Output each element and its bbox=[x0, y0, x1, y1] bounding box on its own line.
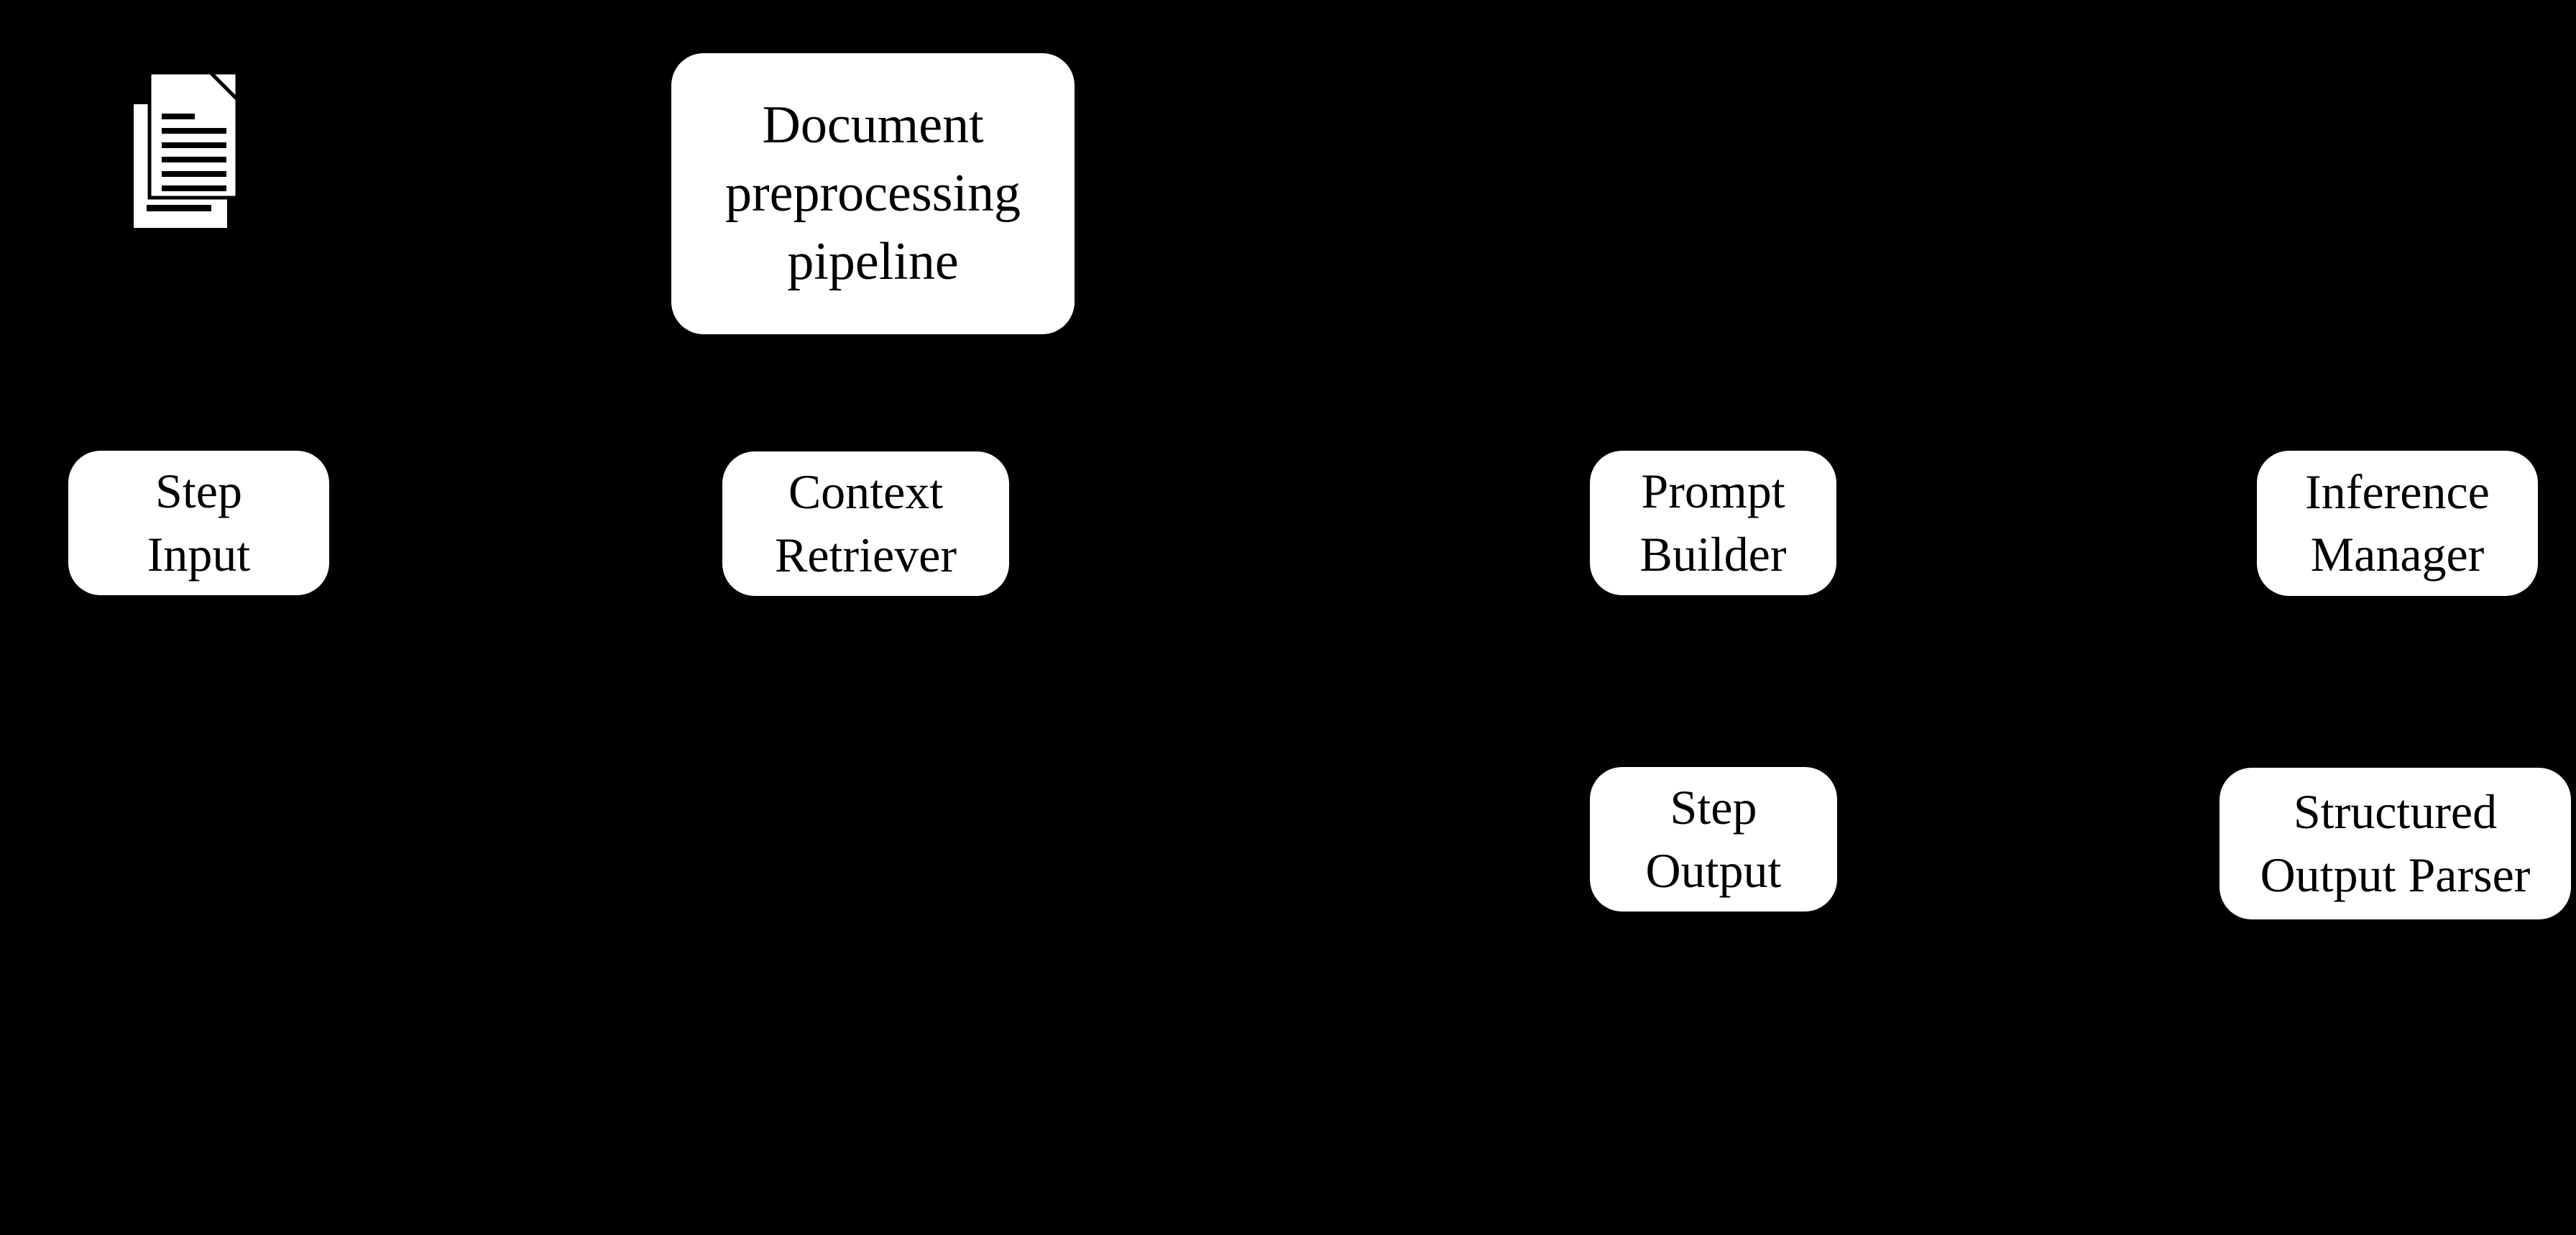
node-label: Step Input bbox=[147, 464, 251, 582]
node-structured-output-parser[interactable]: Structured Output Parser bbox=[2220, 768, 2571, 919]
node-document-preprocessing-pipeline[interactable]: Document preprocessing pipeline bbox=[671, 53, 1075, 334]
node-label: Prompt Builder bbox=[1639, 464, 1787, 582]
node-label: Step Output bbox=[1645, 780, 1782, 898]
node-label: Inference Manager bbox=[2305, 464, 2490, 582]
node-step-input[interactable]: Step Input bbox=[68, 451, 329, 595]
node-inference-manager[interactable]: Inference Manager bbox=[2257, 451, 2538, 596]
node-prompt-builder[interactable]: Prompt Builder bbox=[1590, 451, 1836, 595]
node-label: Structured Output Parser bbox=[2260, 784, 2531, 902]
node-label: Context Retriever bbox=[775, 464, 957, 582]
node-context-retriever[interactable]: Context Retriever bbox=[722, 451, 1009, 596]
node-label: Document preprocessing pipeline bbox=[725, 96, 1021, 291]
node-step-output[interactable]: Step Output bbox=[1590, 767, 1837, 912]
document-stack-icon bbox=[129, 68, 252, 237]
